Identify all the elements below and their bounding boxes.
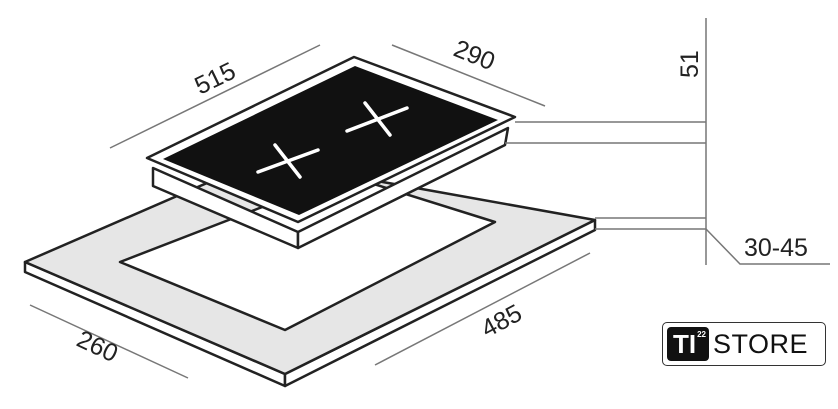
dim-cutout-width: 260 <box>72 325 122 368</box>
dim-worktop-thickness: 30-45 <box>744 234 808 262</box>
hob <box>145 55 517 250</box>
dimension-lines <box>29 18 830 379</box>
dim-hob-depth: 515 <box>190 57 240 100</box>
worktop <box>23 158 597 388</box>
burner-front <box>256 143 320 179</box>
logo-brand: TI <box>673 329 697 359</box>
dim-hob-height: 51 <box>676 50 704 78</box>
logo-word: STORE <box>713 328 809 359</box>
burner-back <box>345 101 409 137</box>
glass-top <box>163 66 498 215</box>
logo-superscript: 22 <box>697 330 707 339</box>
dim-hob-width: 290 <box>450 35 499 77</box>
dim-cutout-depth: 485 <box>477 299 527 343</box>
